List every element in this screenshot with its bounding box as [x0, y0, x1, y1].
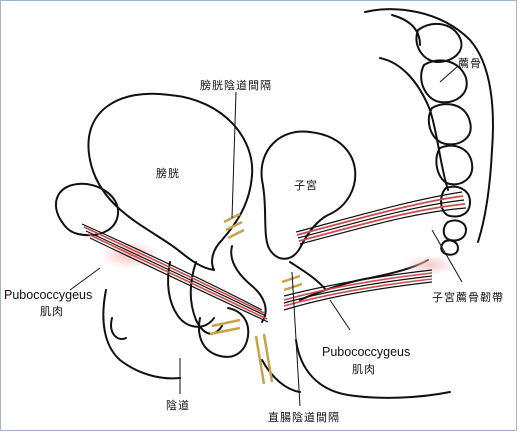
- coccyx-1: [444, 220, 466, 240]
- uterus-outline: [262, 132, 356, 259]
- perineal-outline-left: [111, 318, 126, 339]
- label-pubococcygeus-right: Pubococcygeus: [322, 346, 410, 359]
- rectovaginal-septum-bands: [210, 276, 302, 384]
- vertebra-3: [429, 104, 471, 144]
- anal-canal: [262, 360, 300, 392]
- pubic-bone: [56, 184, 118, 235]
- label-vagina: 陰道: [166, 400, 190, 411]
- perineum-curve: [103, 290, 180, 378]
- label-uterus: 子宮: [294, 180, 318, 191]
- label-pubococcygeus-left-muscle: 肌肉: [40, 306, 64, 317]
- label-bladder: 膀胱: [156, 168, 180, 179]
- label-uterosacral-ligament: 子宮薦骨韌帶: [432, 292, 504, 303]
- label-pubococcygeus-left: Pubococcygeus: [4, 289, 92, 302]
- label-vesicovaginal-septum: 膀胱陰道間隔: [200, 80, 272, 91]
- vertebra-1: [416, 24, 461, 62]
- coccyx-2: [441, 240, 458, 254]
- label-rectovaginal-septum: 直腸陰道間隔: [268, 412, 340, 423]
- label-sacrum: 薦骨: [458, 58, 482, 69]
- pubococcygeus-right-red: [284, 273, 432, 306]
- label-pubococcygeus-right-muscle: 肌肉: [352, 364, 376, 375]
